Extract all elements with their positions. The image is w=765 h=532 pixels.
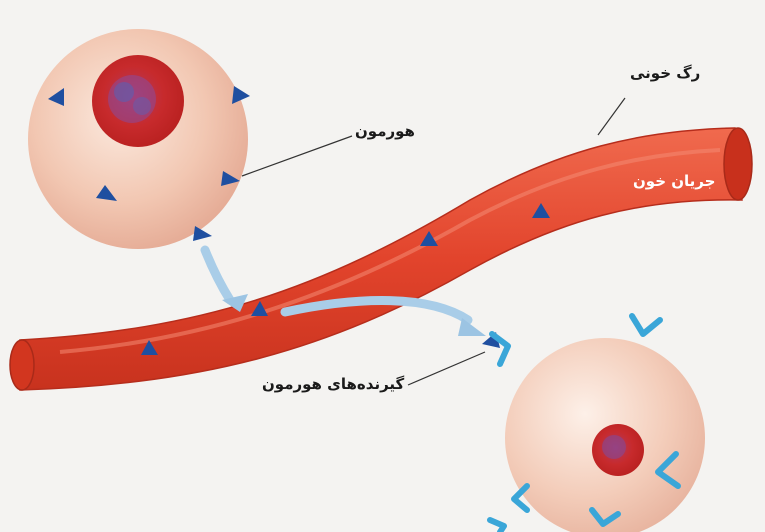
receptor — [492, 334, 508, 364]
blood-vessel-label: رگ خونی — [630, 66, 700, 81]
receptor-leader — [408, 352, 485, 385]
blood-vessel-leader — [598, 98, 625, 135]
secreting-cell — [28, 29, 248, 249]
target-cell — [505, 338, 705, 532]
blood-flow-label: جریان خون — [633, 174, 715, 189]
hormone-leader — [242, 136, 352, 176]
hormone-molecule — [193, 226, 212, 241]
receptor — [632, 316, 660, 334]
secretion-arrow — [205, 250, 230, 300]
receptor — [490, 520, 504, 532]
hormone-label: هورمون — [355, 124, 415, 139]
hormone-receptors-label: گیرنده‌های هورمون — [262, 377, 404, 392]
